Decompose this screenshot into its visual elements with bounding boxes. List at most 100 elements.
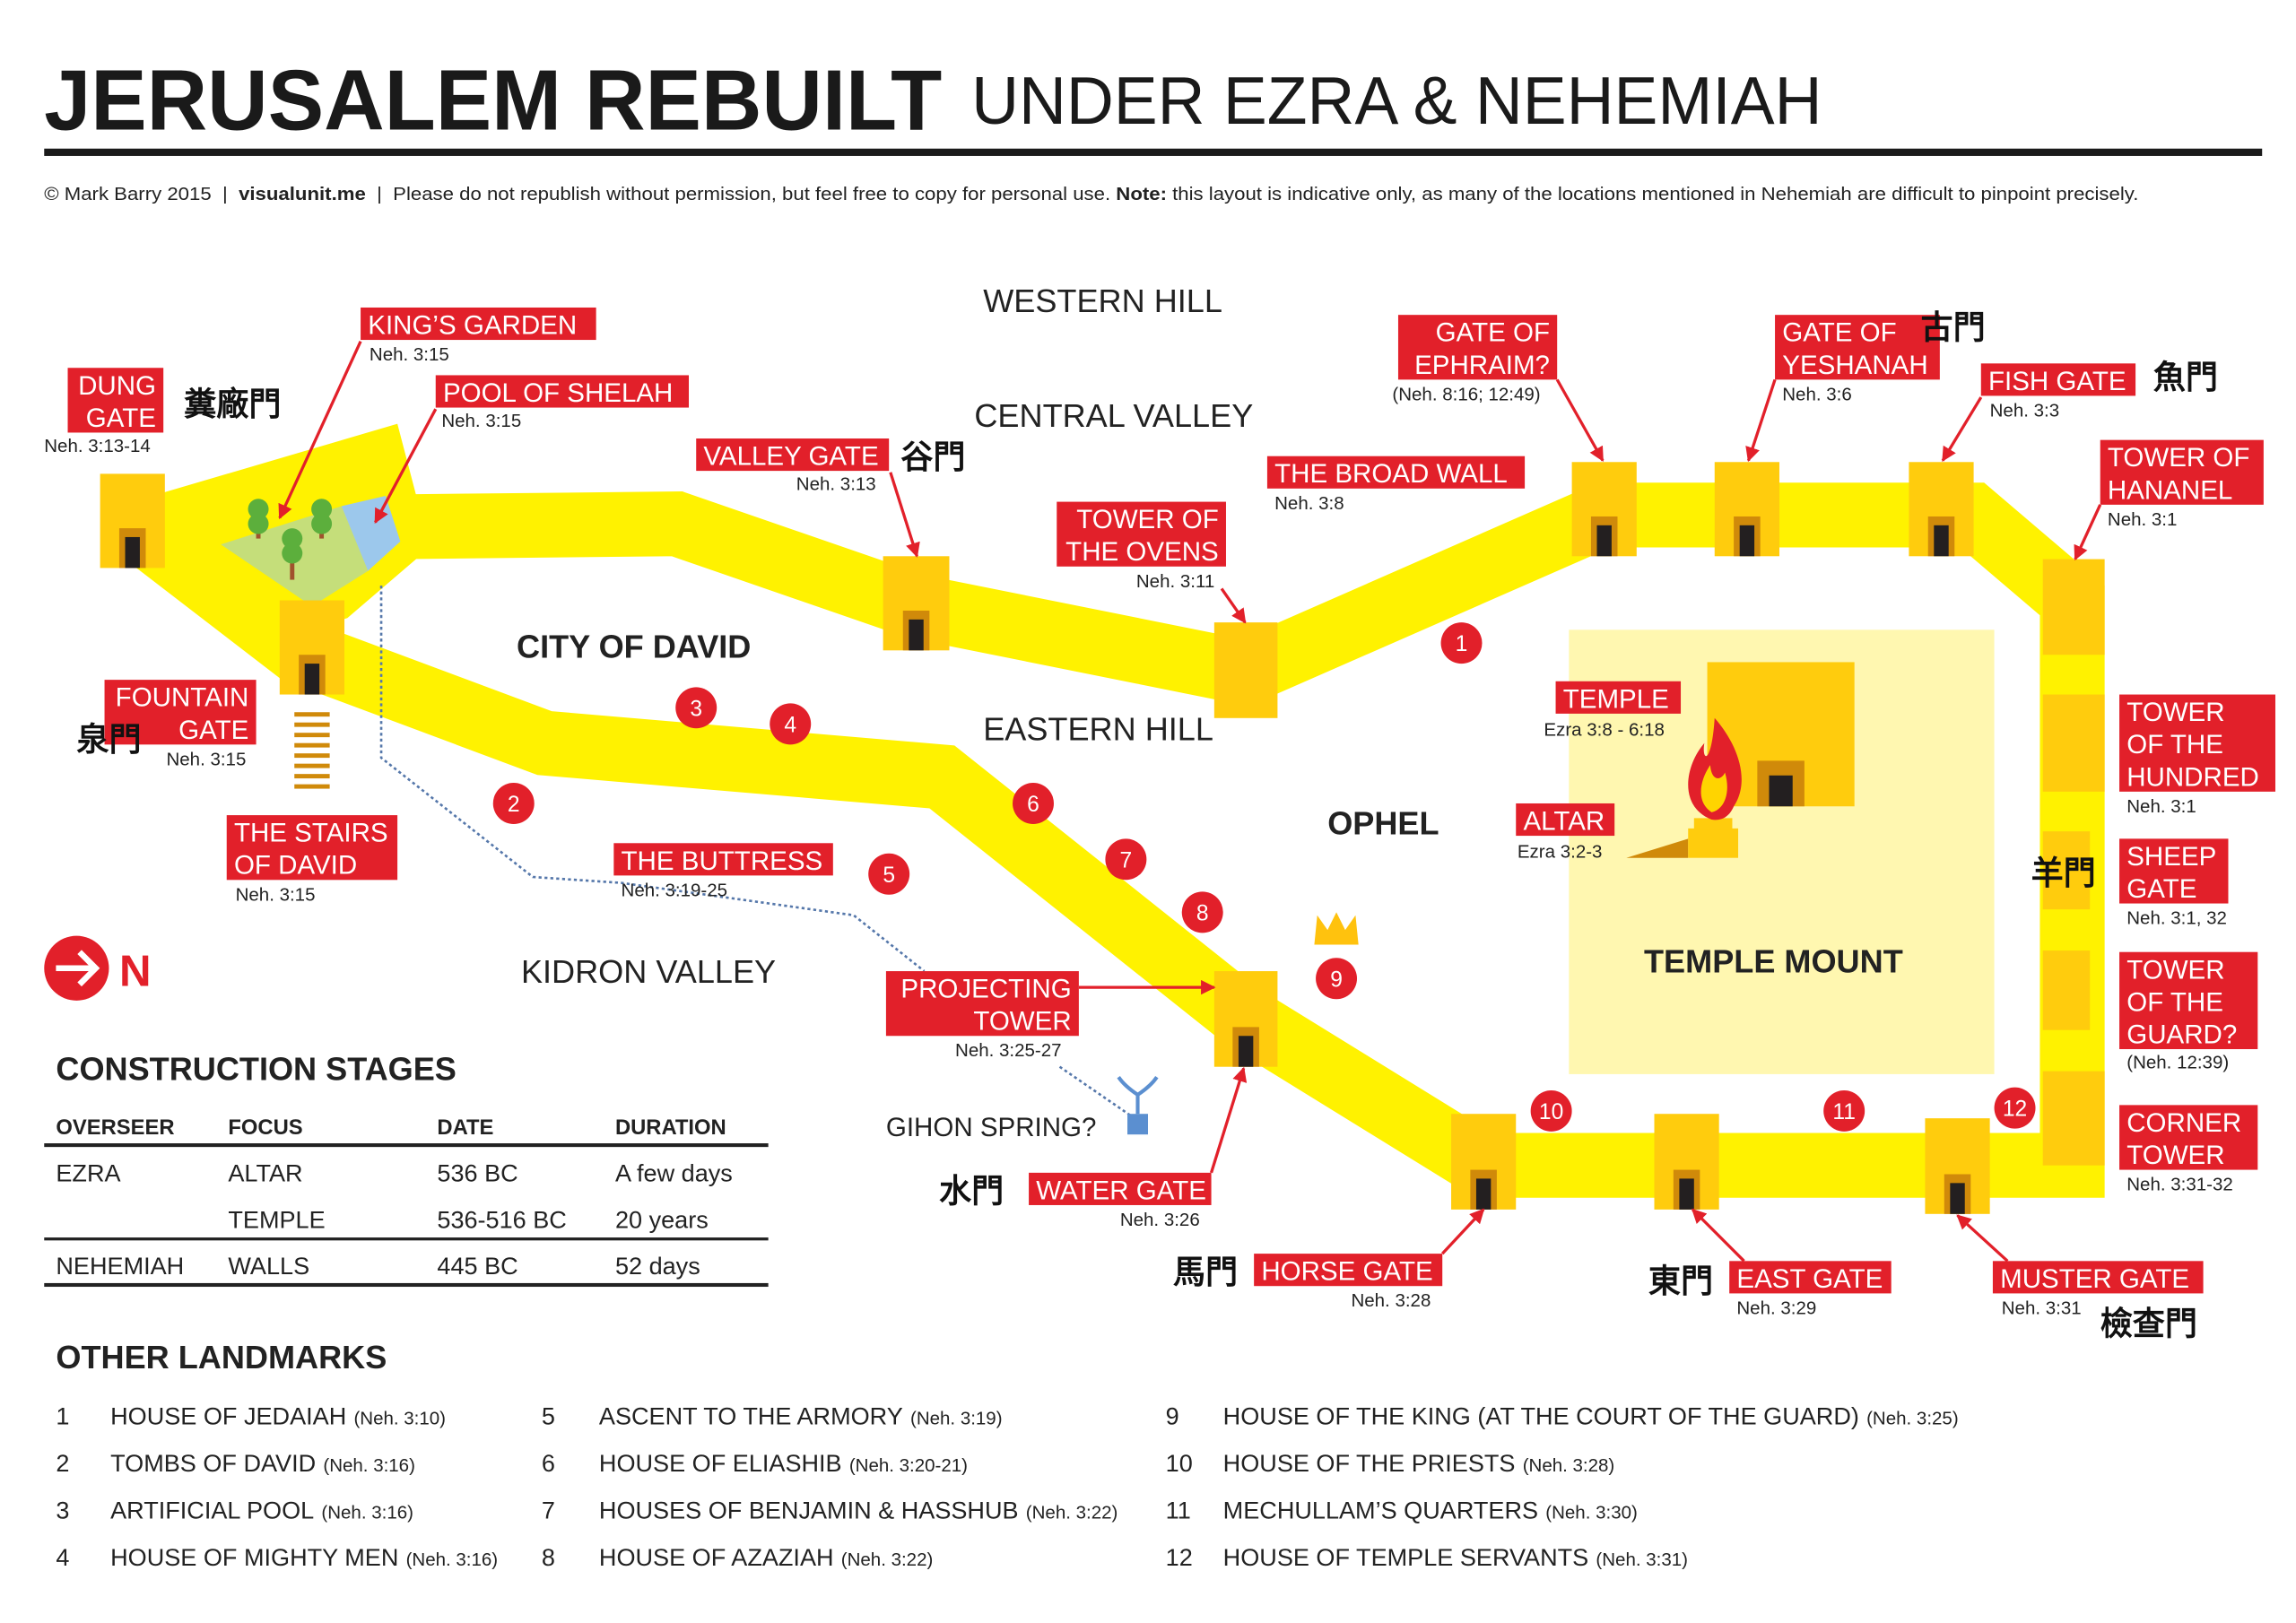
chinese-name: 古門	[1921, 308, 1986, 346]
marker-circle	[868, 853, 910, 895]
table-rule	[44, 1143, 769, 1148]
stair-step	[294, 733, 330, 738]
label-box	[1555, 681, 1682, 714]
marker-circle	[492, 783, 535, 824]
dotted-route	[379, 586, 926, 973]
landmark-name: HOUSE OF MIGHTY MEN(Neh. 3:16)	[110, 1543, 498, 1571]
stair-step	[294, 712, 330, 717]
landmark-number: 9	[1166, 1402, 1179, 1429]
corner-tower-icon	[2042, 1071, 2105, 1166]
pointer-arrow-icon	[1956, 1214, 2009, 1263]
marker-number: 5	[883, 864, 895, 888]
table-cell: TEMPLE	[228, 1205, 325, 1233]
landmark-title: HOUSE OF THE KING (AT THE COURT OF THE G…	[1223, 1402, 1859, 1429]
stair-step	[294, 742, 330, 748]
gate-door	[125, 536, 140, 568]
label-text: THE BROAD WALL	[1274, 459, 1508, 489]
marker-circle	[770, 703, 812, 745]
marker-circle	[675, 687, 718, 729]
landmark-ref: (Neh. 3:31)	[1596, 1549, 1688, 1570]
label-text: WATER GATE	[1036, 1176, 1206, 1205]
label-text: THE OVENS	[1065, 537, 1219, 567]
table-header: DATE	[437, 1115, 493, 1140]
landmark-ref: (Neh. 3:20-21)	[849, 1455, 968, 1476]
landmark-ref: (Neh. 3:28)	[1523, 1455, 1615, 1476]
tower-of-the-guard-icon	[2042, 950, 2091, 1030]
label-text: CORNER	[2126, 1108, 2241, 1138]
marker-number: 8	[1196, 901, 1209, 925]
stair-step	[294, 774, 330, 779]
landmark-name: HOUSE OF THE PRIESTS (Neh. 3:28)	[1223, 1449, 1615, 1477]
landmark-marker-4: 4	[770, 703, 812, 745]
landmark-title: HOUSE OF AZAZIAH	[599, 1543, 834, 1571]
table-rule	[44, 1237, 769, 1241]
label-box	[613, 843, 833, 876]
gate-of-yeshanah-icon	[1714, 462, 1779, 557]
landmark-marker-9: 9	[1316, 958, 1358, 1000]
tower-of-hananel-icon	[2042, 559, 2105, 655]
altar-icon	[1626, 818, 1739, 858]
marker-number: 4	[784, 713, 796, 737]
landmark-name: ASCENT TO THE ARMORY(Neh. 3:19)	[599, 1402, 1003, 1429]
pointer-arrow-icon	[1745, 378, 1777, 463]
label-box	[67, 368, 164, 433]
pointer-arrow-icon	[1555, 378, 1605, 463]
label-box	[1254, 1254, 1443, 1287]
scripture-reference: Neh. 3:15	[236, 884, 316, 905]
marker-number: 6	[1027, 793, 1039, 817]
region-gihon-spring: GIHON SPRING?	[886, 1113, 1097, 1142]
tower-of-the-ovens-icon	[1213, 622, 1278, 718]
fountain-gate-icon	[279, 600, 345, 695]
table-cell: 536-516 BC	[437, 1205, 566, 1233]
north-label: N	[119, 946, 152, 995]
label-text: HUNDRED	[2126, 762, 2259, 792]
landmark-marker-12: 12	[1994, 1087, 2036, 1129]
landmark-title: HOUSE OF MIGHTY MEN	[110, 1543, 398, 1571]
gate-door	[1934, 525, 1949, 557]
chinese-name: 馬門	[1173, 1253, 1238, 1291]
label-text: POOL OF SHELAH	[443, 378, 673, 408]
pointer-arrow-icon	[1941, 396, 1983, 463]
gate-door	[1475, 1178, 1492, 1210]
table-header: FOCUS	[228, 1115, 302, 1140]
label-box	[1516, 803, 1615, 837]
site-link[interactable]: visualunit.me	[239, 184, 366, 204]
scripture-reference: Neh. 3:31	[2002, 1298, 2082, 1318]
landmark-title: HOUSE OF JEDAIAH	[110, 1402, 346, 1429]
scripture-reference: Neh. 3:1	[2126, 796, 2196, 817]
region-city-of-david: CITY OF DAVID	[517, 629, 751, 665]
label-box	[226, 815, 398, 881]
table-cell: ALTAR	[228, 1159, 302, 1187]
marker-number: 10	[1539, 1100, 1563, 1124]
landmark-title: TOMBS OF DAVID	[110, 1449, 316, 1477]
label-text: FISH GATE	[1988, 367, 2126, 396]
landmark-title: HOUSE OF THE PRIESTS	[1223, 1449, 1516, 1477]
gate-block	[2042, 694, 2105, 792]
landmark-marker-5: 5	[868, 853, 910, 895]
label-text: GATE OF	[1436, 318, 1550, 348]
dung-gate-icon	[100, 473, 165, 568]
label-box	[1992, 1261, 2204, 1294]
table-cell: NEHEMIAH	[56, 1252, 184, 1280]
crown-icon	[1314, 912, 1359, 945]
landmark-ref: (Neh. 3:30)	[1545, 1502, 1638, 1523]
region-central-valley: CENTRAL VALLEY	[974, 397, 1253, 434]
marker-number: 11	[1832, 1100, 1856, 1124]
label-text: TOWER	[973, 1007, 1071, 1037]
landmark-marker-1: 1	[1440, 622, 1483, 664]
landmark-name: HOUSE OF ELIASHIB(Neh. 3:20-21)	[599, 1449, 968, 1477]
chinese-name: 魚門	[2153, 358, 2218, 396]
landmark-ref: (Neh. 3:22)	[1026, 1502, 1118, 1523]
